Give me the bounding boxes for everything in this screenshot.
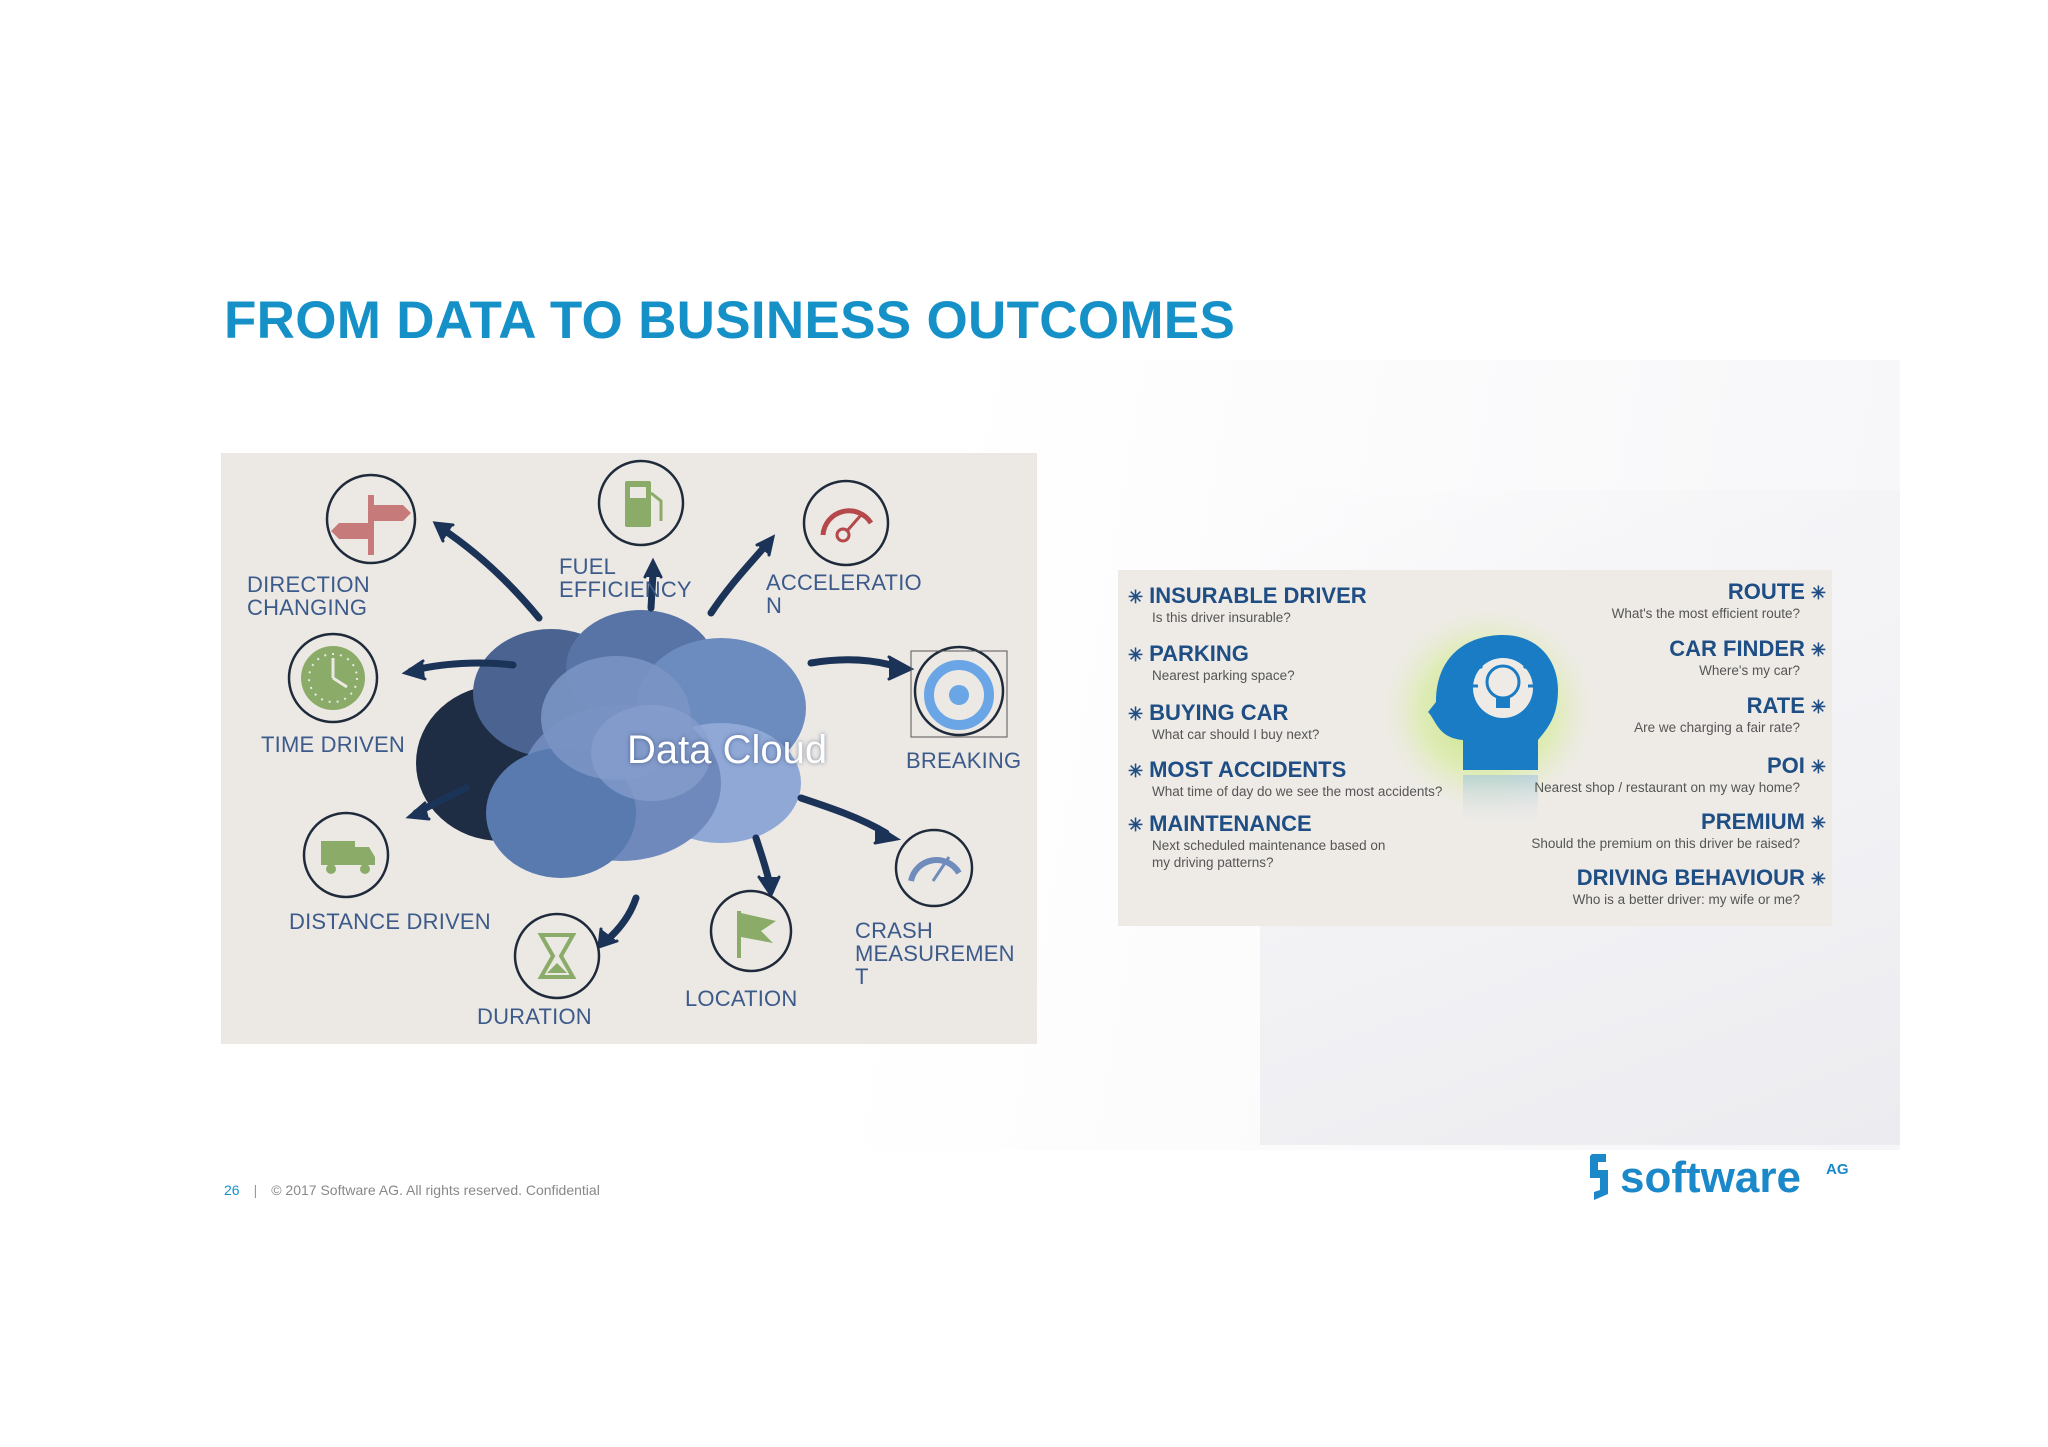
breaking-label: BREAKING — [906, 748, 1022, 773]
premium-item: PREMIUM Should the premium on this drive… — [1531, 810, 1826, 852]
car-finder-sub: Where's my car? — [1699, 663, 1800, 678]
page-number: 26 — [224, 1182, 240, 1198]
truck-icon — [321, 841, 375, 874]
maintenance-heading: MAINTENANCE — [1128, 812, 1385, 837]
direction-changing-label: DIRECTION CHANGING — [247, 572, 370, 620]
data-cloud-diagram: Data Cloud DIRECTION CHANGING FUEL EFFIC… — [221, 453, 1037, 1044]
poi-heading: POI — [1534, 754, 1826, 779]
software-ag-logo-icon — [1590, 1154, 1608, 1200]
car-finder-item: CAR FINDER Where's my car? — [1669, 637, 1826, 679]
duration-label: DURATION — [477, 1004, 592, 1029]
crash-measurement-label: CRASH MEASUREMEN T — [855, 918, 1015, 989]
gauge-icon — [908, 856, 962, 882]
driving-behaviour-heading: DRIVING BEHAVIOUR — [1573, 866, 1826, 891]
time-driven-label: TIME DRIVEN — [261, 732, 405, 757]
insurable-driver-item: INSURABLE DRIVER Is this driver insurabl… — [1128, 584, 1367, 626]
logo-wordmark: software — [1620, 1153, 1801, 1202]
rate-heading: RATE — [1634, 694, 1826, 719]
copyright-text: © 2017 Software AG. All rights reserved.… — [271, 1182, 600, 1198]
data-cloud-label: Data Cloud — [627, 728, 828, 772]
buying-car-item: BUYING CAR What car should I buy next? — [1128, 701, 1319, 743]
slide-title: FROM DATA TO BUSINESS OUTCOMES — [224, 291, 1236, 350]
buying-car-heading: BUYING CAR — [1128, 701, 1319, 726]
driving-behaviour-item: DRIVING BEHAVIOUR Who is a better driver… — [1573, 866, 1826, 908]
premium-sub: Should the premium on this driver be rai… — [1531, 836, 1800, 851]
parking-heading: PARKING — [1128, 642, 1295, 667]
rate-item: RATE Are we charging a fair rate? — [1634, 694, 1826, 736]
signpost-icon — [331, 495, 411, 555]
icon-circles — [287, 459, 1005, 1000]
distance-driven-label: DISTANCE DRIVEN — [289, 909, 491, 934]
acceleration-label: ACCELERATIO N — [766, 570, 922, 618]
most-accidents-item: MOST ACCIDENTS What time of day do we se… — [1128, 758, 1442, 800]
poi-item: POI Nearest shop / restaurant on my way … — [1534, 754, 1826, 796]
footer-separator: | — [253, 1182, 258, 1198]
fuel-pump-icon — [625, 481, 663, 527]
logo-ag: AG — [1826, 1161, 1849, 1178]
flag-icon — [737, 911, 776, 958]
most-accidents-heading: MOST ACCIDENTS — [1128, 758, 1442, 783]
poi-sub: Nearest shop / restaurant on my way home… — [1534, 780, 1800, 795]
location-label: LOCATION — [685, 986, 798, 1011]
rate-sub: Are we charging a fair rate? — [1634, 720, 1800, 735]
car-finder-heading: CAR FINDER — [1669, 637, 1826, 662]
arrows-group — [401, 521, 915, 950]
most-accidents-sub: What time of day do we see the most acci… — [1152, 784, 1443, 799]
hourglass-icon — [537, 933, 577, 979]
insurable-driver-sub: Is this driver insurable? — [1152, 610, 1291, 625]
buying-car-sub: What car should I buy next? — [1152, 727, 1320, 742]
parking-sub: Nearest parking space? — [1152, 668, 1295, 683]
maintenance-item: MAINTENANCE Next scheduled maintenance b… — [1128, 812, 1385, 871]
clock-icon — [301, 646, 365, 710]
cloud-icon — [416, 610, 806, 878]
route-sub: What's the most efficient route? — [1611, 606, 1800, 621]
maintenance-sub: Next scheduled maintenance based on my d… — [1152, 838, 1386, 870]
data-cloud-graphic — [287, 459, 1008, 1000]
driving-behaviour-sub: Who is a better driver: my wife or me? — [1572, 892, 1800, 907]
premium-heading: PREMIUM — [1531, 810, 1826, 835]
route-heading: ROUTE — [1612, 580, 1826, 605]
route-item: ROUTE What's the most efficient route? — [1612, 580, 1826, 622]
parking-item: PARKING Nearest parking space? — [1128, 642, 1295, 684]
business-outcomes-panel: INSURABLE DRIVER Is this driver insurabl… — [1118, 570, 1832, 926]
software-ag-logo: software AG — [1590, 1153, 1849, 1202]
fuel-efficiency-label: FUEL EFFICIENCY — [559, 554, 692, 602]
speedometer-icon — [820, 508, 874, 543]
insurable-driver-heading: INSURABLE DRIVER — [1128, 584, 1367, 609]
brake-disc-icon — [910, 650, 1008, 738]
footer: 26 | © 2017 Software AG. All rights reserv… — [224, 1182, 600, 1198]
